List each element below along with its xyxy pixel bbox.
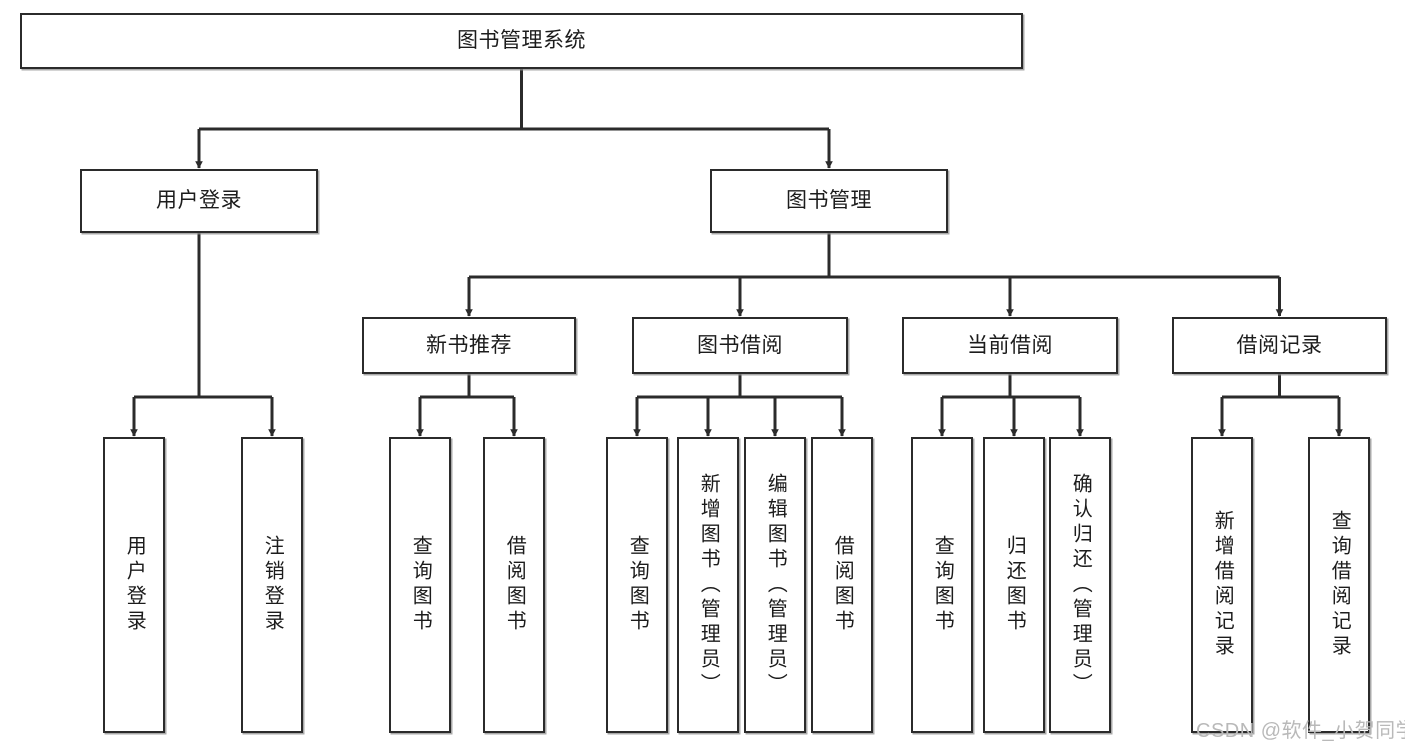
node-bookmgmt[interactable]: 图书管理 [710,169,948,233]
node-leaf8[interactable]: 借阅图书 [811,437,873,733]
node-label: 查询图书 [931,535,954,635]
node-label: 归还图书 [1003,535,1026,635]
node-leaf7[interactable]: 编辑图书（管理员） [744,437,806,733]
node-label: 确认归还（管理员） [1069,472,1092,698]
node-leaf5[interactable]: 查询图书 [606,437,668,733]
node-label: 当前借阅 [967,333,1053,357]
node-newbook[interactable]: 新书推荐 [362,317,576,374]
node-leaf1[interactable]: 用户登录 [103,437,165,733]
csdn-watermark: CSDN @软件_小贺同学 [1196,720,1405,742]
node-label: 用户登录 [123,535,146,635]
node-borrow[interactable]: 图书借阅 [632,317,848,374]
node-label: 图书管理 [786,189,872,213]
node-label: 借阅图书 [503,535,526,635]
node-label: 新增图书（管理员） [697,472,720,698]
node-login[interactable]: 用户登录 [80,169,318,233]
node-leaf2[interactable]: 注销登录 [241,437,303,733]
node-current[interactable]: 当前借阅 [902,317,1118,374]
node-records[interactable]: 借阅记录 [1172,317,1387,374]
node-leaf12[interactable]: 新增借阅记录 [1191,437,1253,733]
node-leaf10[interactable]: 归还图书 [983,437,1045,733]
node-label: 图书管理系统 [457,29,586,53]
node-label: 借阅记录 [1236,333,1323,357]
node-label: 查询借阅记录 [1328,510,1351,660]
node-root[interactable]: 图书管理系统 [20,13,1023,69]
node-leaf9[interactable]: 查询图书 [911,437,973,733]
node-label: 注销登录 [261,535,284,635]
node-label: 编辑图书（管理员） [764,472,787,698]
node-leaf4[interactable]: 借阅图书 [483,437,545,733]
node-leaf13[interactable]: 查询借阅记录 [1308,437,1370,733]
node-leaf3[interactable]: 查询图书 [389,437,451,733]
node-label: 新书推荐 [426,333,512,357]
node-label: 查询图书 [409,535,432,635]
node-label: 用户登录 [156,189,242,213]
node-label: 图书借阅 [697,333,783,357]
node-label: 查询图书 [626,535,649,635]
node-leaf11[interactable]: 确认归还（管理员） [1049,437,1111,733]
node-label: 借阅图书 [831,535,854,635]
node-leaf6[interactable]: 新增图书（管理员） [677,437,739,733]
node-label: 新增借阅记录 [1211,510,1234,660]
